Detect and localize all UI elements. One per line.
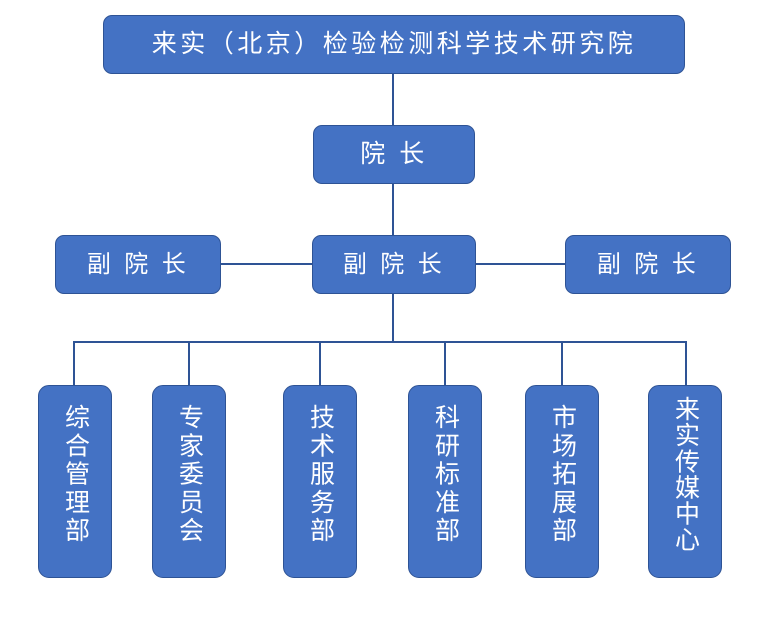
- connector-drop-department-3: [444, 341, 446, 385]
- department-bus-bar: [73, 341, 687, 343]
- department-label-3: 科研标准部: [431, 404, 460, 546]
- connector-root-to-director: [392, 74, 394, 125]
- connector-deputy-to-department-bus: [392, 294, 394, 342]
- connector-deputy-center-to-left: [221, 263, 313, 265]
- node-deputy-director-right[interactable]: 副 院 长: [565, 235, 731, 294]
- node-institute-root[interactable]: 来实（北京）检验检测科学技术研究院: [103, 15, 685, 74]
- node-department-technical-service[interactable]: 技术服务部: [283, 385, 357, 578]
- node-department-market-development[interactable]: 市场拓展部: [525, 385, 599, 578]
- node-department-research-standards[interactable]: 科研标准部: [408, 385, 482, 578]
- connector-deputy-center-to-right: [476, 263, 566, 265]
- department-label-5: 来实传媒中心: [671, 396, 700, 553]
- connector-drop-department-4: [561, 341, 563, 385]
- department-label-1: 专家委员会: [175, 404, 204, 546]
- department-label-0: 综合管理部: [61, 404, 90, 546]
- node-director[interactable]: 院 长: [313, 125, 475, 184]
- node-department-expert-committee[interactable]: 专家委员会: [152, 385, 226, 578]
- node-deputy-director-left[interactable]: 副 院 长: [55, 235, 221, 294]
- connector-drop-department-2: [319, 341, 321, 385]
- connector-drop-department-0: [73, 341, 75, 385]
- node-deputy-director-center[interactable]: 副 院 长: [312, 235, 476, 294]
- node-department-laishi-media-center[interactable]: 来实传媒中心: [648, 385, 722, 578]
- department-label-4: 市场拓展部: [548, 404, 577, 546]
- connector-director-to-deputy-center: [392, 184, 394, 235]
- department-label-2: 技术服务部: [306, 404, 335, 546]
- connector-drop-department-1: [188, 341, 190, 385]
- node-department-general-management[interactable]: 综合管理部: [38, 385, 112, 578]
- connector-drop-department-5: [685, 341, 687, 385]
